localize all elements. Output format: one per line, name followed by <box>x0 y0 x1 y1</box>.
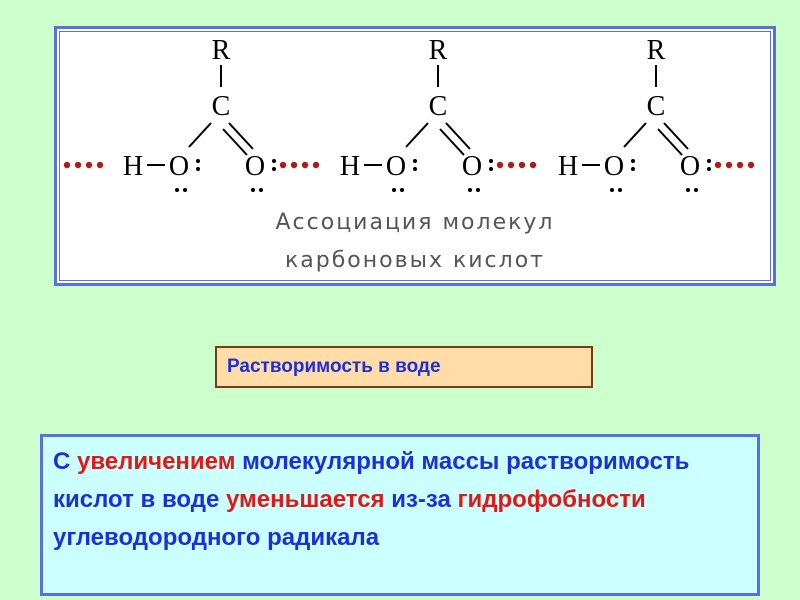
text-part-1: С <box>53 448 77 475</box>
molecule-3-atom-c: C <box>647 91 666 122</box>
molecule-3-lone-pair-o2-bottom-a <box>686 188 690 192</box>
molecule-2-bond-c-o-double-2 <box>439 128 465 156</box>
molecule-1-atom-c: C <box>212 91 231 122</box>
molecule-3-lone-pair-o1-bottom-a <box>610 188 614 192</box>
molecule-3-lone-pair-o1-bottom-b <box>618 188 622 192</box>
molecule-3-lone-pair-o2-right-b <box>707 167 711 171</box>
text-part-3: из-за <box>384 486 458 513</box>
hbond-dots-start-3 <box>96 161 104 169</box>
molecule-3-atom-h: H <box>558 151 578 182</box>
molecule-3-lone-pair-o2-bottom-b <box>694 188 698 192</box>
molecule-1-hbond-dots-1 <box>290 161 298 169</box>
molecule-1-lone-pair-o1-bottom-b <box>183 188 187 192</box>
highlight-increase: увеличением <box>77 448 236 475</box>
molecule-1-lone-pair-o2-bottom-a <box>251 188 255 192</box>
highlight-hydrophobicity: гидрофобности <box>457 486 646 513</box>
molecule-1-hbond-dots-0 <box>279 161 287 169</box>
molecule-1-hbond-dots-2 <box>301 161 309 169</box>
molecule-3-bond-c-o-double-2 <box>657 128 683 156</box>
molecule-2-lone-pair-o1-right-a <box>413 159 417 163</box>
molecule-3-hbond-dots-2 <box>736 161 744 169</box>
text-part-2: молекулярной массы растворимость кислот … <box>53 448 690 513</box>
molecule-3-bond-c-o-double-1 <box>663 122 689 150</box>
molecule-2-lone-pair-o2-bottom-b <box>476 188 480 192</box>
molecule-3-atom-o-hydroxyl: O <box>604 151 624 182</box>
highlight-decrease: уменьшается <box>225 486 385 513</box>
molecule-2-lone-pair-o2-right-b <box>489 167 493 171</box>
heading-box: Растворимость в воде <box>215 346 593 388</box>
molecule-2-bond-c-o <box>405 122 429 148</box>
molecule-2-lone-pair-o1-bottom-b <box>400 188 404 192</box>
molecule-3-atom-r: R <box>647 35 666 66</box>
molecule-3-hbond-dots-3 <box>747 161 755 169</box>
molecule-1-bond-c-o-double-2 <box>222 128 248 156</box>
molecule-2-atom-h: H <box>340 151 360 182</box>
molecule-3-lone-pair-o2-right-a <box>707 159 711 163</box>
molecule-1-atom-r: R <box>212 35 231 66</box>
molecule-1-atom-o-carbonyl: O <box>245 151 265 182</box>
molecule-1-hbond-dots-3 <box>312 161 320 169</box>
molecule-1-bond-c-o <box>188 122 212 148</box>
molecule-3-hbond-dots-0 <box>714 161 722 169</box>
molecule-1-lone-pair-o1-right-b <box>196 167 200 171</box>
molecule-2-lone-pair-o2-right-a <box>489 159 493 163</box>
molecule-1-bond-c-o-double-1 <box>228 122 254 150</box>
molecule-3-hbond-dots-1 <box>725 161 733 169</box>
molecule-2-lone-pair-o1-right-b <box>413 167 417 171</box>
hbond-dots-start-2 <box>85 161 93 169</box>
molecule-2-hbond-dots-3 <box>529 161 537 169</box>
molecule-3-bond-c-o <box>623 122 647 148</box>
molecule-1-lone-pair-o2-bottom-b <box>259 188 263 192</box>
explanation-text: С увеличением молекулярной массы раствор… <box>53 443 747 557</box>
molecule-3-lone-pair-o1-right-b <box>631 167 635 171</box>
molecule-2-atom-o-carbonyl: O <box>462 151 482 182</box>
molecule-1-lone-pair-o1-bottom-a <box>175 188 179 192</box>
hbond-dots-start-1 <box>74 161 82 169</box>
molecule-2-atom-o-hydroxyl: O <box>386 151 406 182</box>
molecule-2-hbond-dots-2 <box>518 161 526 169</box>
caption-line-2: карбоновых кислот <box>285 248 545 273</box>
text-part-4: углеводородного радикала <box>53 524 380 551</box>
molecule-1-lone-pair-o1-right-a <box>196 159 200 163</box>
molecule-3-lone-pair-o1-right-a <box>631 159 635 163</box>
molecule-2-lone-pair-o2-bottom-a <box>468 188 472 192</box>
molecule-2-hbond-dots-0 <box>496 161 504 169</box>
molecule-2-atom-c: C <box>429 91 448 122</box>
molecule-2-bond-c-o-double-1 <box>445 122 471 150</box>
molecule-3-atom-o-carbonyl: O <box>680 151 700 182</box>
explanation-box: С увеличением молекулярной массы раствор… <box>40 434 760 596</box>
molecule-2-hbond-dots-1 <box>507 161 515 169</box>
molecule-1-atom-o-hydroxyl: O <box>169 151 189 182</box>
molecule-2-atom-r: R <box>429 35 448 66</box>
heading-title: Растворимость в воде <box>227 356 441 377</box>
molecule-1-lone-pair-o2-right-b <box>272 167 276 171</box>
caption-line-1: Ассоциация молекул <box>276 210 555 235</box>
molecule-2-lone-pair-o1-bottom-a <box>392 188 396 192</box>
molecule-1-lone-pair-o2-right-a <box>272 159 276 163</box>
hbond-dots-start-0 <box>63 161 71 169</box>
molecule-1-atom-h: H <box>123 151 143 182</box>
